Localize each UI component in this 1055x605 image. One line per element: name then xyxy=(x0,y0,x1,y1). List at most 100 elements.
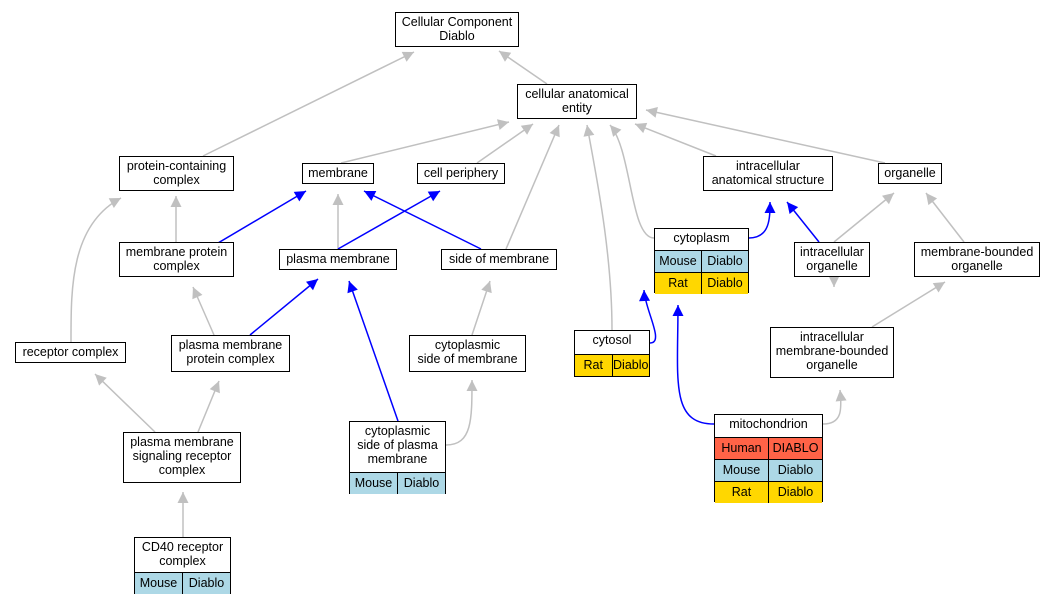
node-protein-containing-complex[interactable]: protein-containing complex xyxy=(119,156,234,191)
gene-symbol: Diablo xyxy=(777,463,814,477)
node-label: cytoplasmic side of membrane xyxy=(417,338,518,366)
gene-symbol: Diablo xyxy=(188,576,225,590)
node-intracellular-membrane-bounded-organelle[interactable]: intracellular membrane-bounded organelle xyxy=(770,327,894,378)
node-label: receptor complex xyxy=(22,345,119,359)
arrowhead-icon xyxy=(481,281,492,294)
is-a-edge xyxy=(94,373,156,433)
arrowhead-icon xyxy=(583,125,595,137)
node-label: intracellular organelle xyxy=(800,245,864,273)
species-name: Rat xyxy=(715,482,769,503)
node-membrane-protein-complex[interactable]: membrane protein complex xyxy=(119,242,234,277)
arrowhead-icon xyxy=(635,122,648,134)
arrowhead-icon xyxy=(108,198,121,209)
arrowhead-icon xyxy=(332,194,344,205)
node-plasma-membrane[interactable]: plasma membrane xyxy=(279,249,397,270)
arrowhead-icon xyxy=(499,51,512,62)
is-a-edge xyxy=(833,192,895,243)
is-a-edge xyxy=(871,281,946,328)
species-name: Mouse xyxy=(715,460,769,481)
is-a-edge xyxy=(645,109,886,164)
node-label: mitochondrion xyxy=(729,417,808,431)
arrowhead-icon xyxy=(293,191,306,202)
node-label: plasma membrane signaling receptor compl… xyxy=(130,435,234,477)
arrowhead-icon xyxy=(177,492,189,503)
species-name: Human xyxy=(715,438,769,459)
species-row: Mouse Diablo xyxy=(135,572,230,594)
species-row: Rat Diablo xyxy=(715,481,822,503)
species-name: Mouse xyxy=(655,251,702,272)
arrowhead-icon xyxy=(835,390,847,402)
node-label: cytoplasmic side of plasma membrane xyxy=(357,424,438,466)
is-a-edge xyxy=(586,124,613,331)
node-side-of-membrane[interactable]: side of membrane xyxy=(441,249,557,270)
arrowhead-icon xyxy=(610,125,622,137)
is-a-edge xyxy=(202,51,415,157)
node-label: Cellular Component Diablo xyxy=(401,15,513,43)
arrowhead-icon xyxy=(787,202,799,215)
species-name: Rat xyxy=(575,355,613,376)
arrowhead-icon xyxy=(427,191,440,202)
arrowhead-icon xyxy=(672,305,684,316)
node-label: intracellular anatomical structure xyxy=(711,159,825,187)
node-intracellular-organelle[interactable]: intracellular organelle xyxy=(794,242,870,277)
node-cytoplasmic-side-of-membrane[interactable]: cytoplasmic side of membrane xyxy=(409,335,526,372)
node-cell-periphery[interactable]: cell periphery xyxy=(417,163,505,184)
gene-symbol: Diablo xyxy=(707,254,743,268)
annotation-edge xyxy=(676,304,715,425)
node-plasma-membrane-signaling-receptor-complex[interactable]: plasma membrane signaling receptor compl… xyxy=(123,432,241,483)
node-intracellular-anatomical-structure[interactable]: intracellular anatomical structure xyxy=(703,156,833,191)
arrowhead-icon xyxy=(170,196,182,207)
node-cellular-component[interactable]: Cellular Component Diablo xyxy=(395,12,519,47)
node-label: membrane protein complex xyxy=(125,245,228,273)
annotation-edge xyxy=(748,201,771,239)
is-a-edge xyxy=(70,197,122,343)
annotation-edge xyxy=(337,190,441,250)
species-name: Mouse xyxy=(350,473,398,494)
arrowhead-icon xyxy=(549,125,560,138)
node-membrane-bounded-organelle[interactable]: membrane-bounded organelle xyxy=(914,242,1040,277)
arrowhead-icon xyxy=(926,193,938,206)
arrowhead-icon xyxy=(764,202,776,213)
node-label: membrane xyxy=(308,166,368,180)
node-label: side of membrane xyxy=(448,252,550,266)
arrowhead-icon xyxy=(882,193,894,205)
gene-symbol: DIABLO xyxy=(772,441,819,455)
species-row: Mouse Diablo xyxy=(715,459,822,481)
node-receptor-complex[interactable]: receptor complex xyxy=(15,342,126,363)
annotation-edge xyxy=(348,280,399,422)
node-label: cytoplasm xyxy=(673,231,730,245)
is-a-edge xyxy=(609,124,655,239)
arrowhead-icon xyxy=(646,107,658,118)
node-organelle[interactable]: organelle xyxy=(878,163,942,184)
node-cytoplasmic-side-of-plasma-membrane[interactable]: cytoplasmic side of plasma membrane Mous… xyxy=(349,421,446,494)
arrowhead-icon xyxy=(95,374,107,386)
arrowhead-icon xyxy=(364,190,377,201)
node-label: cytosol xyxy=(592,333,632,347)
is-a-edge xyxy=(476,123,534,164)
is-a-edge xyxy=(634,123,717,157)
node-cd40-receptor-complex[interactable]: CD40 receptor complex Mouse Diablo xyxy=(134,537,231,594)
species-name: Mouse xyxy=(135,573,183,594)
arrowhead-icon xyxy=(639,290,651,302)
arrowhead-icon xyxy=(192,287,203,300)
gene-symbol: Diablo xyxy=(707,276,743,290)
node-label: CD40 receptor complex xyxy=(141,540,224,568)
annotation-edge xyxy=(363,190,482,250)
is-a-edge xyxy=(505,124,560,250)
node-membrane[interactable]: membrane xyxy=(302,163,374,184)
node-label: cell periphery xyxy=(423,166,499,180)
node-label: intracellular membrane-bounded organelle xyxy=(775,330,889,372)
node-plasma-membrane-protein-complex[interactable]: plasma membrane protein complex xyxy=(171,335,290,372)
node-cellular-anatomical-entity[interactable]: cellular anatomical entity xyxy=(517,84,637,119)
gene-symbol: Diablo xyxy=(777,485,814,499)
node-label: plasma membrane protein complex xyxy=(178,338,283,366)
annotation-edge xyxy=(249,278,319,336)
arrowhead-icon xyxy=(347,281,358,294)
